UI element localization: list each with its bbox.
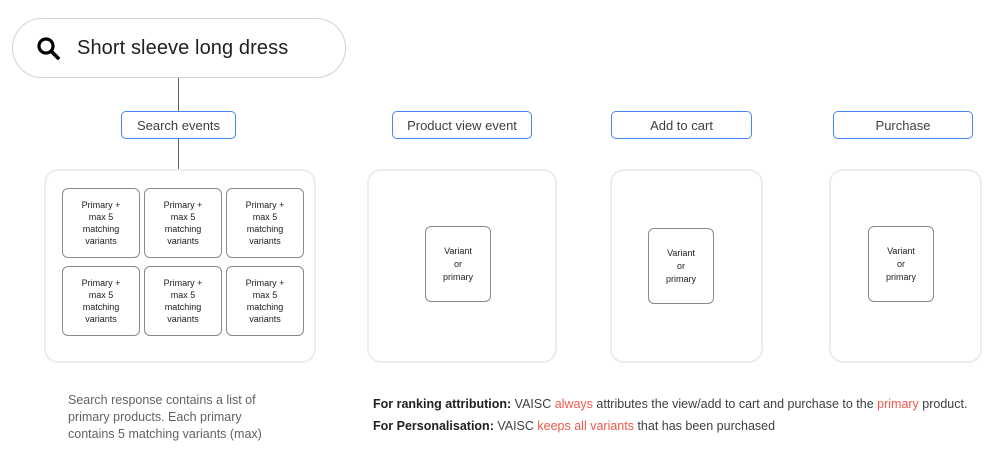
note-ranking-label: For ranking attribution:	[373, 397, 512, 411]
stage-container-search-events: Primary + max 5 matching variants Primar…	[44, 169, 316, 363]
note-personalisation-highlight-1: keeps all variants	[537, 419, 634, 433]
variant-card-add-to-cart: Variant or primary	[648, 228, 714, 304]
stage-label-add-to-cart[interactable]: Add to cart	[611, 111, 752, 139]
note-ranking-highlight-1: always	[554, 397, 593, 411]
note-ranking-highlight-2: primary	[877, 397, 919, 411]
variant-card-product-view: Variant or primary	[425, 226, 491, 302]
note-personalisation-text-2: that has been purchased	[633, 419, 776, 433]
primary-card: Primary + max 5 matching variants	[226, 188, 304, 258]
note-personalisation-text-1: VAISC	[493, 419, 538, 433]
primary-card: Primary + max 5 matching variants	[62, 188, 140, 258]
note-ranking-text-2: attributes the view/add to cart and purc…	[592, 397, 878, 411]
primary-card: Primary + max 5 matching variants	[144, 188, 222, 258]
connector-line-bottom	[178, 139, 180, 170]
primary-card: Primary + max 5 matching variants	[144, 266, 222, 336]
primary-card: Primary + max 5 matching variants	[62, 266, 140, 336]
caption-search-response: Search response contains a list of prima…	[68, 393, 262, 441]
variant-card-purchase: Variant or primary	[868, 226, 934, 302]
stage-label-product-view-event[interactable]: Product view event	[392, 111, 532, 139]
search-bar[interactable]: Short sleeve long dress	[12, 18, 346, 78]
primary-card-grid: Primary + max 5 matching variants Primar…	[62, 188, 304, 336]
stage-label-purchase[interactable]: Purchase	[833, 111, 973, 139]
stage-container-product-view-event	[367, 169, 557, 363]
note-ranking-attribution: For ranking attribution: VAISC always at…	[373, 393, 988, 415]
notes-block: For ranking attribution: VAISC always at…	[373, 393, 988, 437]
primary-card: Primary + max 5 matching variants	[226, 266, 304, 336]
note-personalisation-label: For Personalisation:	[373, 419, 494, 433]
connector-line-top	[178, 78, 180, 111]
search-query-text: Short sleeve long dress	[77, 36, 289, 59]
note-ranking-text-1: VAISC	[511, 397, 555, 411]
note-ranking-text-3: product.	[918, 397, 968, 411]
stage-label-search-events[interactable]: Search events	[121, 111, 236, 139]
note-personalisation: For Personalisation: VAISC keeps all var…	[373, 415, 988, 437]
search-icon	[35, 35, 61, 61]
